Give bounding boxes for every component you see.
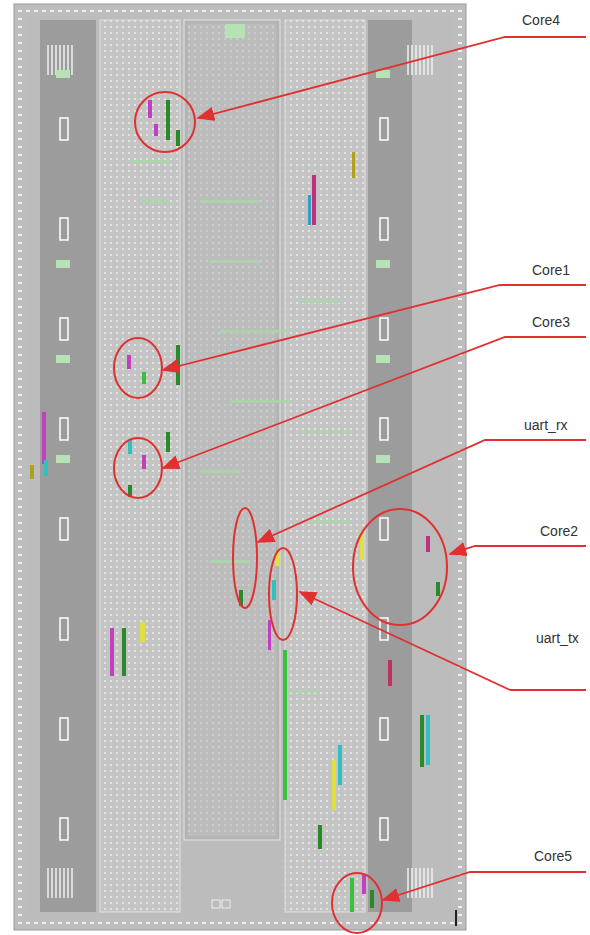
callout-label: uart_rx xyxy=(524,417,568,433)
callout-label: Core4 xyxy=(522,12,560,28)
callout-label: uart_tx xyxy=(536,630,579,646)
callout-label: Core3 xyxy=(532,314,570,330)
callout-label: Core5 xyxy=(534,848,572,864)
callout-label: Core1 xyxy=(532,262,570,278)
callout-label: Core2 xyxy=(540,523,578,539)
